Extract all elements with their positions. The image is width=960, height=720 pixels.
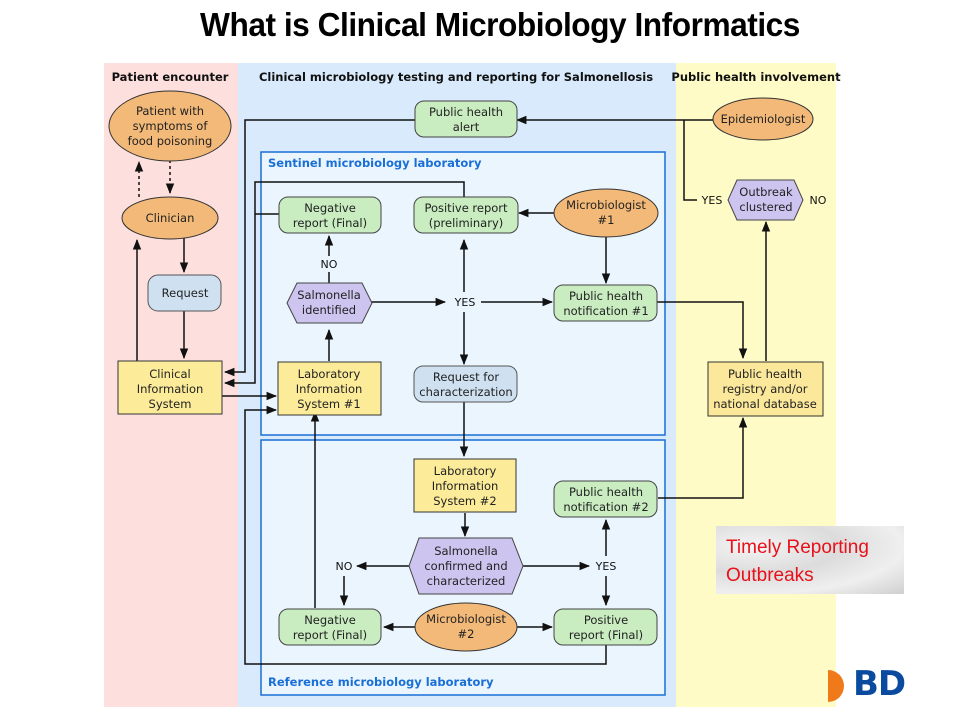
reference-lab-title: Reference microbiology laboratory — [268, 675, 494, 689]
svg-text:characterized: characterized — [427, 574, 506, 588]
node-request-characterization: Request for characterization — [413, 365, 518, 403]
svg-text:Positive: Positive — [584, 613, 628, 627]
label-yes-2: YES — [595, 560, 617, 573]
sentinel-lab-title: Sentinel microbiology laboratory — [268, 156, 482, 170]
node-lis-2: Laboratory Information System #2 — [413, 458, 517, 513]
timely-reporting-callout: Timely Reporting Outbreaks — [716, 526, 904, 594]
lane-title-patient: Patient encounter — [112, 70, 229, 84]
svg-text:Public health: Public health — [569, 289, 643, 303]
svg-text:report (Final): report (Final) — [293, 628, 367, 642]
svg-text:report (Final): report (Final) — [293, 216, 367, 230]
svg-text:Information: Information — [296, 382, 363, 396]
label-no-2: NO — [336, 560, 353, 573]
svg-text:(preliminary): (preliminary) — [429, 216, 503, 230]
node-clinician: Clinician — [121, 196, 219, 240]
svg-text:#1: #1 — [598, 213, 615, 227]
svg-text:Negative: Negative — [304, 201, 356, 215]
bd-logo: BD — [853, 664, 906, 704]
svg-text:Laboratory: Laboratory — [434, 464, 497, 478]
svg-text:System: System — [149, 397, 192, 411]
svg-text:Salmonella: Salmonella — [434, 544, 498, 558]
svg-text:characterization: characterization — [419, 385, 512, 399]
svg-text:Laboratory: Laboratory — [298, 367, 361, 381]
node-microbiologist-2: Microbiologist #2 — [414, 602, 518, 652]
node-public-health-alert: Public health alert — [414, 100, 518, 138]
connectors: NO YES YES NO NO YES — [132, 115, 827, 665]
svg-text:Microbiologist: Microbiologist — [566, 198, 646, 212]
svg-text:Public health: Public health — [429, 105, 503, 119]
node-microbiologist-1: Microbiologist #1 — [553, 188, 659, 238]
node-salmonella-confirmed: Salmonella confirmed and characterized — [408, 537, 524, 595]
node-public-health-registry: Public health registry and/or national d… — [707, 361, 824, 417]
label-yes-outbreak: YES — [701, 194, 723, 207]
svg-text:Epidemiologist: Epidemiologist — [721, 112, 806, 126]
callout-line-2: Outbreaks — [726, 565, 814, 586]
node-outbreak-clustered: Outbreak clustered — [727, 179, 804, 221]
label-no-1: NO — [321, 258, 338, 271]
svg-text:Salmonella: Salmonella — [297, 288, 361, 302]
node-public-health-notification-1: Public health notification #1 — [553, 284, 658, 322]
svg-text:Information: Information — [432, 479, 499, 493]
callout-line-1: Timely Reporting — [726, 537, 869, 558]
slide-title: What is Clinical Microbiology Informatic… — [200, 6, 800, 43]
svg-text:System #2: System #2 — [433, 494, 497, 508]
svg-text:food poisoning: food poisoning — [128, 134, 213, 148]
lane-title-public: Public health involvement — [671, 70, 841, 84]
svg-text:clustered: clustered — [739, 200, 792, 214]
node-request: Request — [147, 274, 222, 312]
svg-text:Request: Request — [162, 286, 209, 300]
node-salmonella-identified: Salmonella identified — [286, 282, 373, 324]
svg-text:Positive report: Positive report — [424, 201, 508, 215]
svg-text:#2: #2 — [458, 627, 475, 641]
svg-text:report (Final): report (Final) — [569, 628, 643, 642]
svg-text:national database: national database — [713, 397, 817, 411]
label-yes-1: YES — [454, 296, 476, 309]
svg-text:Public health: Public health — [728, 367, 802, 381]
svg-text:Patient with: Patient with — [136, 104, 204, 118]
node-public-health-notification-2: Public health notification #2 — [553, 480, 658, 518]
svg-text:Outbreak: Outbreak — [739, 185, 793, 199]
bd-logo-mark-icon — [828, 670, 844, 702]
svg-text:notification #1: notification #1 — [563, 304, 648, 318]
svg-text:Microbiologist: Microbiologist — [426, 612, 506, 626]
svg-text:Clinical: Clinical — [149, 367, 190, 381]
svg-text:Public health: Public health — [569, 485, 643, 499]
svg-text:confirmed and: confirmed and — [424, 559, 507, 573]
node-epidemiologist: Epidemiologist — [712, 97, 814, 141]
svg-text:symptoms of: symptoms of — [133, 119, 209, 133]
svg-text:Request for: Request for — [433, 370, 499, 384]
svg-text:registry and/or: registry and/or — [722, 382, 807, 396]
svg-text:Clinician: Clinician — [146, 211, 195, 225]
node-negative-report-reference: Negative report (Final) — [278, 608, 382, 646]
lane-title-clinical: Clinical microbiology testing and report… — [259, 70, 653, 84]
svg-text:alert: alert — [453, 120, 480, 134]
svg-text:System #1: System #1 — [297, 397, 361, 411]
node-positive-report-final: Positive report (Final) — [553, 608, 658, 646]
svg-text:identified: identified — [302, 303, 356, 317]
svg-text:Information: Information — [137, 382, 204, 396]
node-clinical-information-system: Clinical Information System — [117, 360, 223, 415]
node-negative-report-sentinel: Negative report (Final) — [278, 196, 382, 234]
label-no-outbreak: NO — [810, 194, 827, 207]
node-positive-report-preliminary: Positive report (preliminary) — [413, 196, 519, 234]
node-lis-1: Laboratory Information System #1 — [277, 361, 382, 416]
node-patient-symptoms: Patient with symptoms of food poisoning — [108, 90, 232, 162]
svg-text:notification #2: notification #2 — [563, 500, 648, 514]
svg-text:Negative: Negative — [304, 613, 356, 627]
